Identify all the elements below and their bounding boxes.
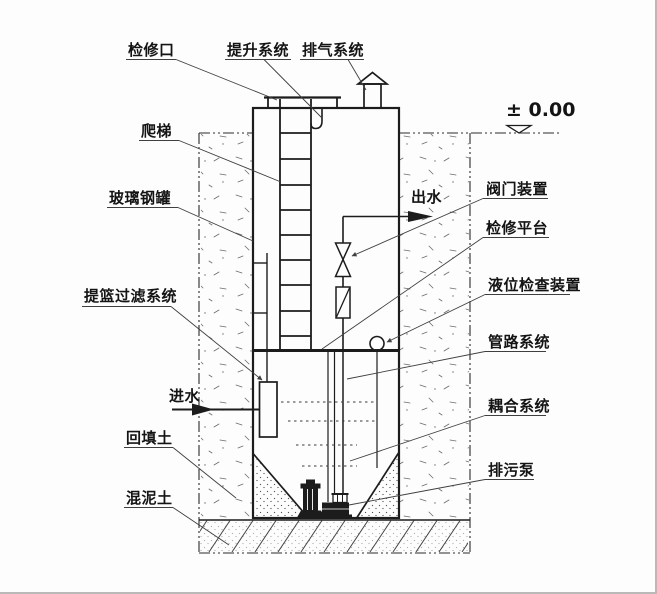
lifting-system-label: 提升系统 xyxy=(227,41,289,59)
water-level-lines xyxy=(281,401,377,467)
sewage-pump-label: 排污泵 xyxy=(488,461,535,479)
access-hatch xyxy=(264,96,341,108)
concrete-slab xyxy=(199,519,470,552)
guide-pipes xyxy=(327,352,336,502)
elevation-marker: ± 0.00 xyxy=(504,99,575,134)
float-level-sensor xyxy=(369,335,385,468)
annotation-exhaust-system: 排气系统 xyxy=(300,41,367,91)
annotation-piping-system: 管路系统 xyxy=(346,333,550,380)
backfill-soil-texture xyxy=(201,134,469,520)
lifting-hook-icon xyxy=(310,108,323,130)
check-valve-icon xyxy=(335,286,351,319)
ladder-label: 爬梯 xyxy=(140,122,172,140)
annotation-coupling-system: 耦合系统 xyxy=(349,397,550,462)
annotation-sewage-pump: 排污泵 xyxy=(348,461,535,506)
valve-device-label: 阀门装置 xyxy=(486,180,548,198)
service-platform-label: 检修平台 xyxy=(486,219,548,237)
annotation-liquid-level: 液位检查装置 xyxy=(386,276,581,343)
annotation-valve-device: 阀门装置 xyxy=(351,180,548,257)
vent-cap-icon xyxy=(355,71,390,109)
inlet-flow-arrow xyxy=(192,403,214,416)
water-inlet-label: 进水 xyxy=(169,387,201,405)
annotation-backfill: 回填土 xyxy=(124,429,237,499)
annotation-concrete: 混泥土 xyxy=(124,489,230,546)
annotation-water-outlet: 出水 xyxy=(411,188,443,206)
inspection-port-label: 检修口 xyxy=(128,41,175,59)
annotation-water-inlet: 进水 xyxy=(169,387,201,405)
annotation-inspection-port: 检修口 xyxy=(126,41,278,101)
ladder xyxy=(279,99,312,350)
piping-system-label: 管路系统 xyxy=(488,333,550,351)
outlet-flow-arrow xyxy=(408,211,433,222)
annotation-frp-tank: 玻璃钢罐 xyxy=(107,189,254,242)
concrete-label: 混泥土 xyxy=(126,489,173,507)
annotations-right: 出水 阀门装置 检修平台 液位检查装置 管路系统 耦合系统 排污泵 xyxy=(321,180,581,506)
inlet-pipe xyxy=(172,403,260,416)
exhaust-system-label: 排气系统 xyxy=(302,41,364,59)
outlet-pipe xyxy=(334,211,433,496)
annotation-basket-filter: 提篮过滤系统 xyxy=(82,287,263,381)
elevation-marker-icon xyxy=(504,124,534,134)
coupling-system-label: 耦合系统 xyxy=(488,397,550,415)
annotation-service-platform: 检修平台 xyxy=(321,219,549,350)
ground-elevation-label: ± 0.00 xyxy=(506,99,575,121)
excavation-pit-outline xyxy=(198,132,560,554)
annotation-ladder: 爬梯 xyxy=(139,122,282,183)
frp-tank-label: 玻璃钢罐 xyxy=(109,189,171,207)
backfill-label: 回填土 xyxy=(126,429,173,447)
annotations-left: 检修口 提升系统 排气系统 爬梯 玻璃钢罐 提篮过滤系统 xyxy=(82,41,367,546)
gate-valve-icon xyxy=(334,242,352,278)
float-ball-icon xyxy=(369,335,385,352)
submersible-pump-icon xyxy=(297,479,352,518)
basket-filter-label: 提篮过滤系统 xyxy=(84,287,177,305)
water-outlet-label: 出水 xyxy=(411,188,443,206)
liquid-level-label: 液位检查装置 xyxy=(488,276,581,294)
annotation-lifting-system: 提升系统 xyxy=(225,41,323,119)
